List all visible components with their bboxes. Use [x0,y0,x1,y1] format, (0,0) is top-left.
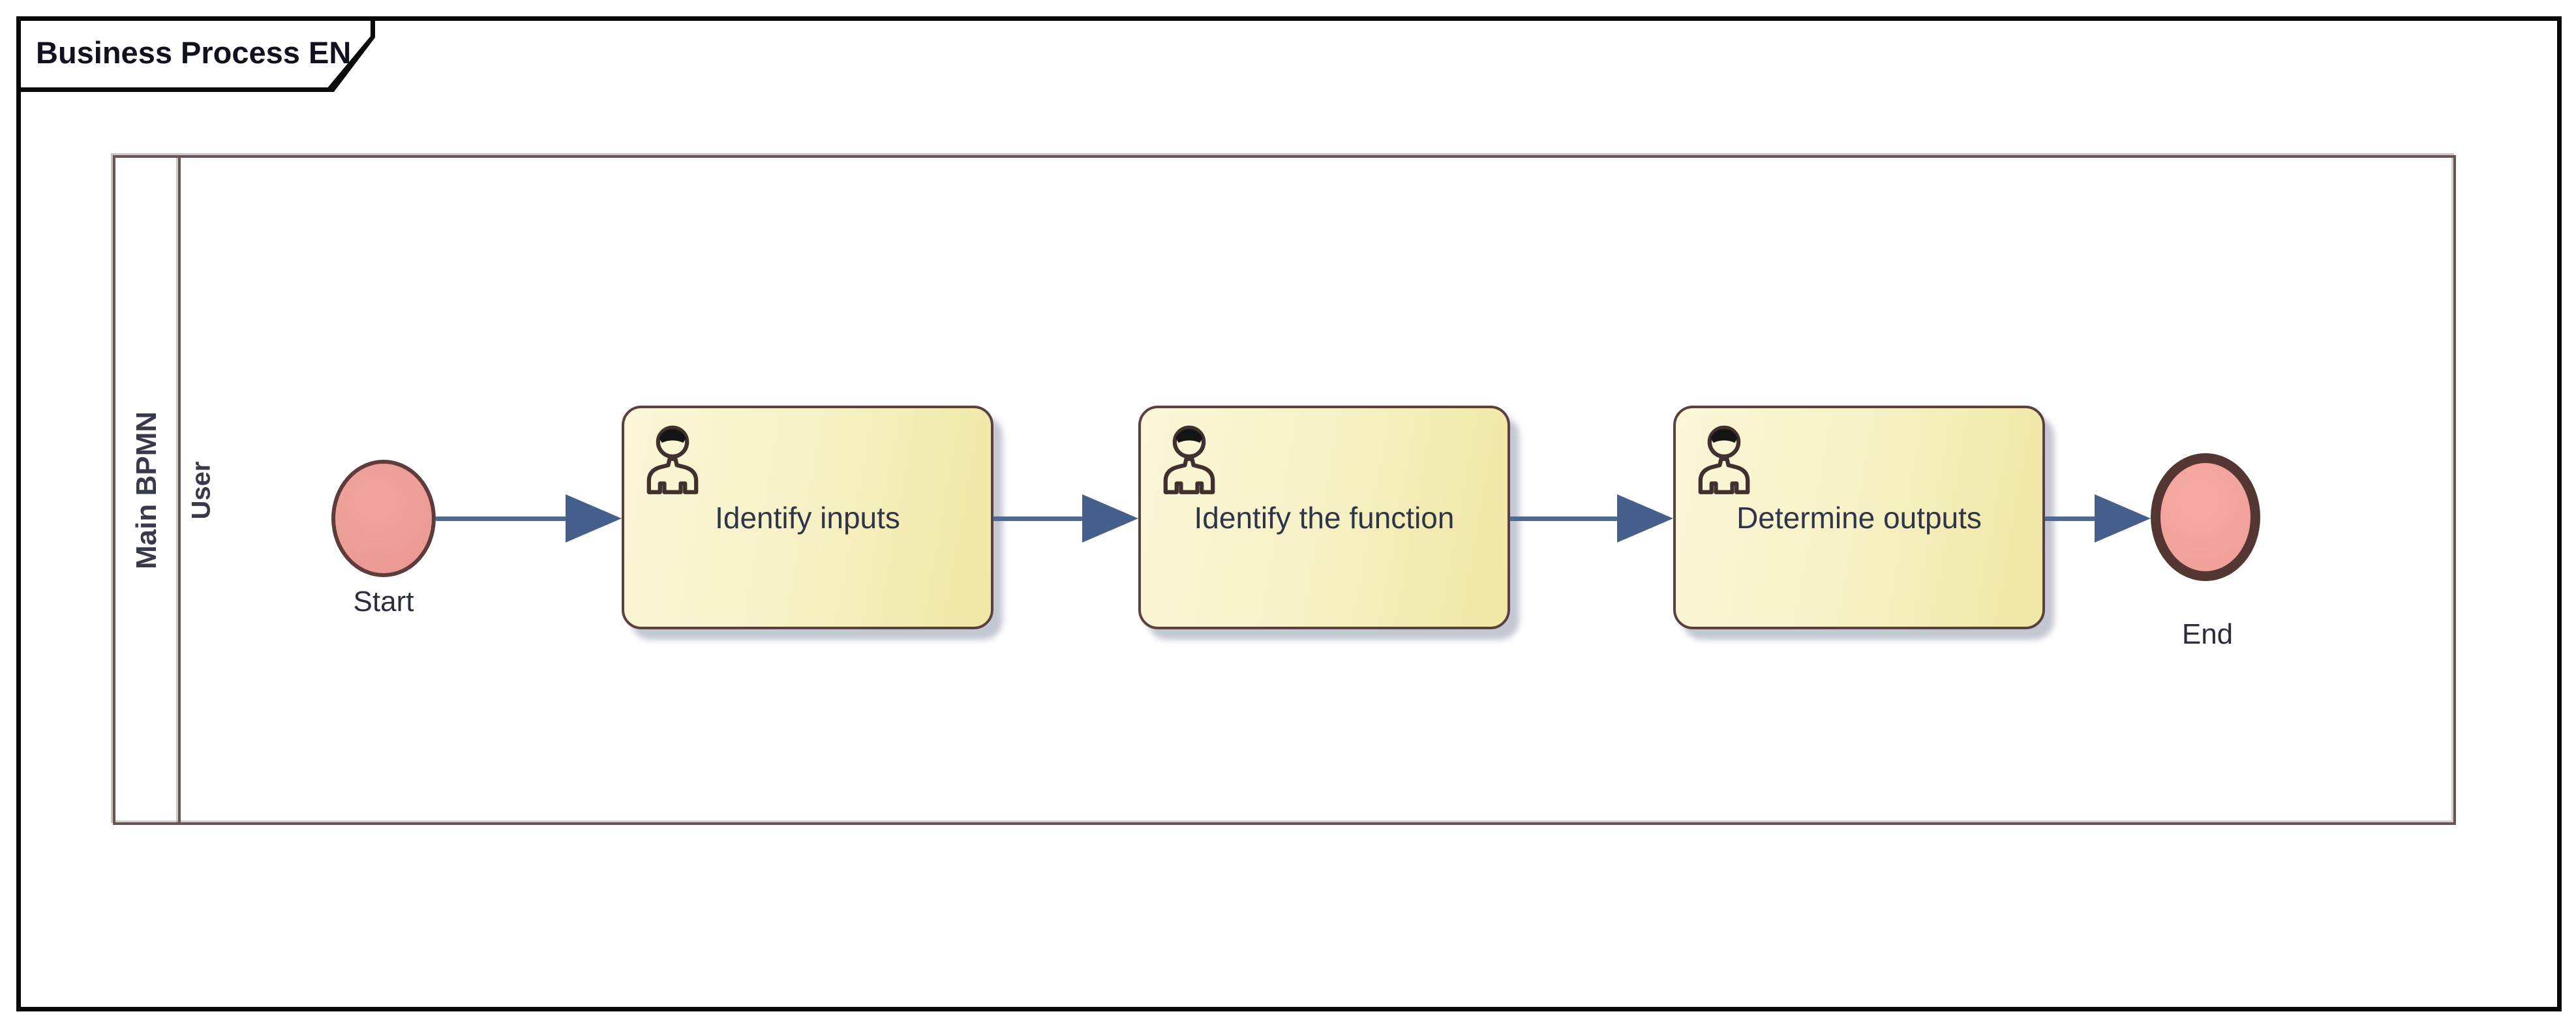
user-task-icon [1698,425,1750,494]
start-event-label: Start [353,586,414,618]
flow-line [1510,516,1617,521]
arrowhead-icon [1617,494,1673,543]
lane-label: User [187,461,216,519]
start-event[interactable] [331,460,436,577]
task-label: Identify inputs [715,500,900,535]
end-event-label: End [2181,618,2234,650]
arrowhead-icon [566,494,622,543]
arrowhead-icon [2095,494,2151,543]
pool-header[interactable]: Main BPMN [115,158,181,822]
sequence-flow-3[interactable] [1510,494,1673,543]
pool-name: Main BPMN [130,411,162,569]
task-identify-the-function[interactable]: Identify the function [1138,406,1510,629]
user-task-icon [646,425,699,494]
diagram-tab[interactable]: Business Process EN [16,16,375,92]
sequence-flow-4[interactable] [2045,494,2151,543]
task-identify-inputs[interactable]: Identify inputs [622,406,993,629]
sequence-flow-1[interactable] [436,494,622,543]
flow-line [2045,516,2095,521]
task-determine-outputs[interactable]: Determine outputs [1673,406,2045,629]
flow-line [993,516,1082,521]
task-label: Determine outputs [1736,500,1982,535]
task-label: Identify the function [1194,500,1455,535]
end-event[interactable] [2151,453,2260,581]
sequence-flow-2[interactable] [993,494,1138,543]
flow-line [436,516,566,521]
user-task-icon [1163,425,1215,494]
diagram-title: Business Process EN [36,35,352,70]
diagram-tab-face [21,21,371,87]
arrowhead-icon [1082,494,1138,543]
